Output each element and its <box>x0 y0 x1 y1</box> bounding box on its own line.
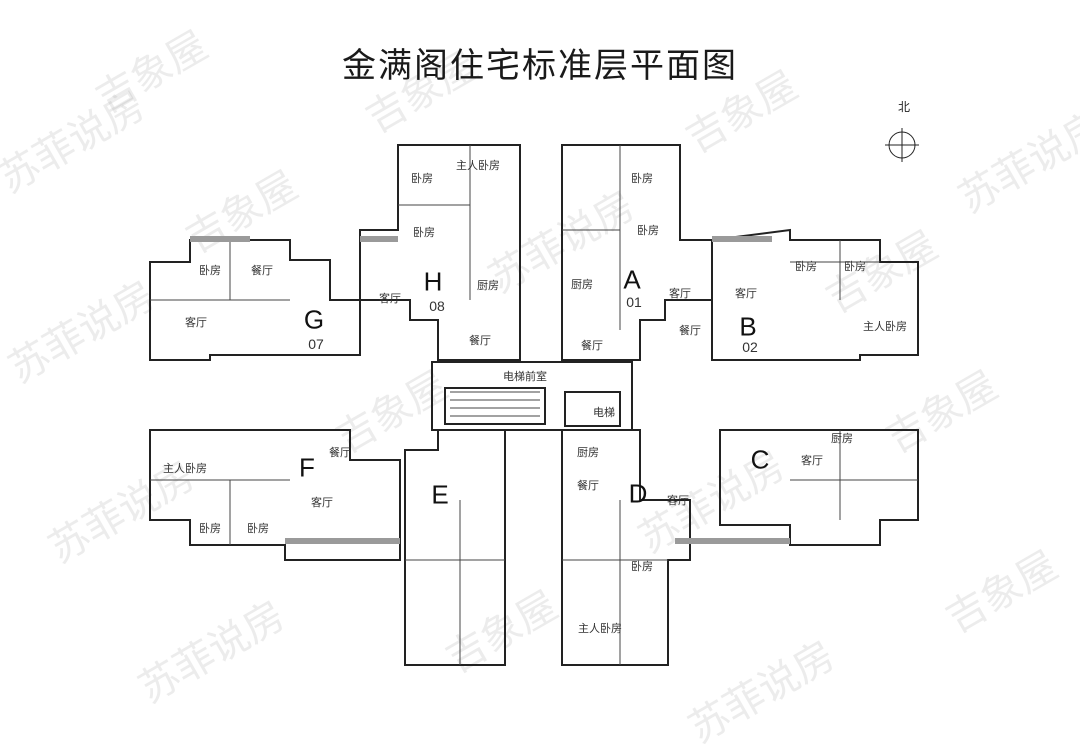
room-label: 主人卧房 <box>456 159 500 172</box>
room-label: 主人卧房 <box>578 622 622 635</box>
unit-label-e: E <box>431 479 449 510</box>
room-label: 客厅 <box>801 454 823 467</box>
room-label: 餐厅 <box>577 479 599 492</box>
unit-a-outline <box>561 144 713 361</box>
room-label: 卧房 <box>844 260 866 273</box>
unit-label-f: F <box>299 452 315 483</box>
unit-f-outline <box>149 429 401 561</box>
unit-label-h: H <box>423 266 443 297</box>
room-label: 卧房 <box>199 522 221 535</box>
unit-e-outline <box>404 429 506 666</box>
core-outline <box>431 361 633 431</box>
room-label: 厨房 <box>831 432 853 445</box>
room-label: 厨房 <box>571 278 593 291</box>
room-label: 卧房 <box>795 260 817 273</box>
elevator-outline <box>564 391 621 427</box>
unit-number-a: 01 <box>626 294 642 310</box>
room-label: 餐厅 <box>251 264 273 277</box>
room-label: 卧房 <box>199 264 221 277</box>
unit-d-outline <box>561 429 691 666</box>
room-label: 电梯前室 <box>503 370 547 383</box>
north-label: 北 <box>898 100 911 114</box>
unit-h-outline <box>359 144 521 361</box>
unit-number-h: 08 <box>429 298 445 314</box>
room-label: 餐厅 <box>581 339 603 352</box>
room-label: 主人卧房 <box>163 462 207 475</box>
room-label: 餐厅 <box>329 446 351 459</box>
room-label: 餐厅 <box>469 334 491 347</box>
unit-label-d: D <box>628 478 648 509</box>
room-label: 卧房 <box>411 172 433 185</box>
room-label: 主人卧房 <box>863 320 907 333</box>
room-label: 客厅 <box>735 287 757 300</box>
unit-number-b: 02 <box>742 339 758 355</box>
page-title: 金满阁住宅标准层平面图 <box>342 46 738 86</box>
unit-label-a: A <box>623 264 641 295</box>
room-label: 卧房 <box>247 522 269 535</box>
stair-outline <box>444 387 546 425</box>
room-label: 电梯 <box>593 406 615 419</box>
room-label: 厨房 <box>477 279 499 292</box>
room-label: 客厅 <box>379 292 401 305</box>
room-label: 餐厅 <box>679 324 701 337</box>
room-label: 卧房 <box>631 172 653 185</box>
unit-b-outline <box>711 228 919 361</box>
interior-walls <box>150 145 918 665</box>
room-label: 卧房 <box>631 560 653 573</box>
balcony-rails <box>190 236 790 544</box>
wall-outlines <box>149 144 919 666</box>
room-label: 客厅 <box>667 494 689 507</box>
room-label: 厨房 <box>577 446 599 459</box>
room-label: 客厅 <box>669 287 691 300</box>
compass: 北 <box>880 98 924 178</box>
compass-symbol <box>885 128 919 162</box>
unit-label-c: C <box>750 444 770 475</box>
floor-plan <box>149 128 919 666</box>
room-label: 卧房 <box>413 226 435 239</box>
unit-label-g: G <box>303 304 325 335</box>
unit-c-outline <box>719 429 919 546</box>
room-label: 客厅 <box>185 316 207 329</box>
room-label: 客厅 <box>311 496 333 509</box>
room-label: 卧房 <box>637 224 659 237</box>
unit-number-g: 07 <box>308 336 324 352</box>
unit-label-b: B <box>739 311 757 342</box>
